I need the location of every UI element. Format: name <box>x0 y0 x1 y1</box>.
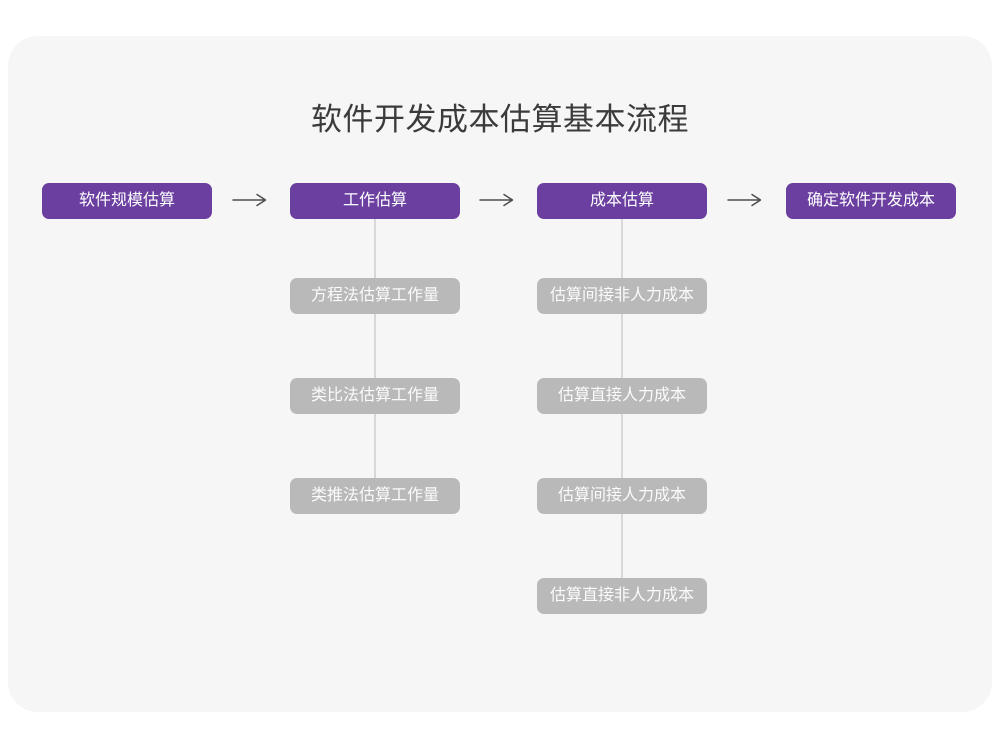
branch-node-indirect-nonlabor-cost: 估算间接非人力成本 <box>537 278 707 314</box>
branch-node-direct-nonlabor-cost: 估算直接非人力成本 <box>537 578 707 614</box>
arrow-right-icon <box>727 193 762 207</box>
flow-node-work-estimation: 工作估算 <box>290 183 460 219</box>
arrow-right-icon <box>232 193 267 207</box>
branch-node-indirect-labor-cost: 估算间接人力成本 <box>537 478 707 514</box>
connector-line-work-branch <box>374 219 376 496</box>
diagram-title: 软件开发成本估算基本流程 <box>311 102 689 137</box>
diagram-card-background <box>8 36 992 712</box>
branch-node-extrapolation-method: 类推法估算工作量 <box>290 478 460 514</box>
flow-node-software-scale-estimation: 软件规模估算 <box>42 183 212 219</box>
arrow-right-icon <box>479 193 514 207</box>
flow-node-determine-dev-cost: 确定软件开发成本 <box>786 183 956 219</box>
branch-node-equation-method: 方程法估算工作量 <box>290 278 460 314</box>
branch-node-analogy-method: 类比法估算工作量 <box>290 378 460 414</box>
branch-node-direct-labor-cost: 估算直接人力成本 <box>537 378 707 414</box>
flow-node-cost-estimation: 成本估算 <box>537 183 707 219</box>
